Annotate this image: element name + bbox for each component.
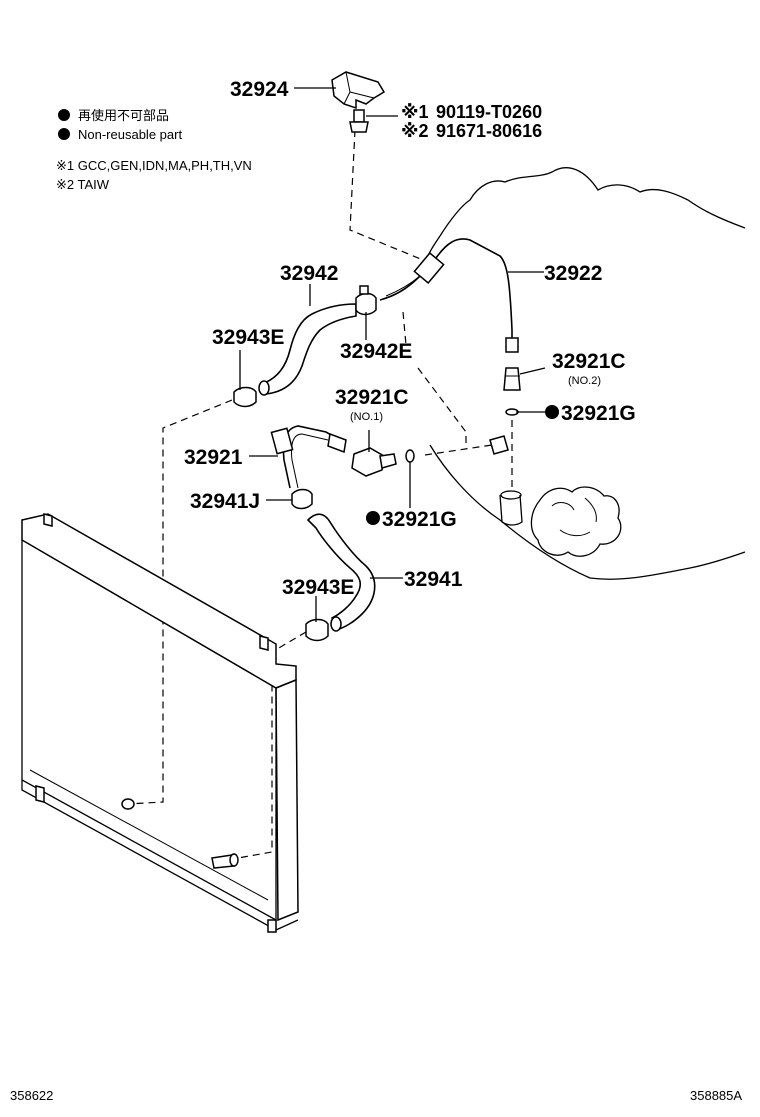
non-reusable-dot-icon	[58, 109, 70, 121]
callout-bolt-1: 90119-T0260	[436, 102, 542, 122]
footer-right-code: 358885A	[690, 1088, 742, 1103]
callout-32942: 32942	[280, 262, 338, 285]
callout-32943e-lower: 32943E	[282, 576, 354, 599]
callout-32921c-no1: 32921C	[335, 386, 409, 409]
part-32921c-no2-union	[503, 367, 521, 391]
legend-non-reusable-jp: 再使用不可部品	[78, 108, 169, 123]
callout-32924: 32924	[230, 78, 289, 101]
callout-32942e: 32942E	[340, 340, 412, 363]
legend-non-reusable-en: Non-reusable part	[78, 127, 182, 142]
part-32921g-gaskets	[405, 408, 519, 463]
callout-bolt-2: 91671-80616	[436, 121, 542, 141]
callout-32921c-no2: 32921C	[552, 350, 626, 373]
callout-32921g-center: 32921G	[382, 508, 457, 531]
callout-32921g-right: 32921G	[561, 402, 636, 425]
non-reusable-dot-icon	[366, 511, 380, 525]
part-32943e-clamp-upper	[233, 386, 257, 408]
callout-bolt-1-mark: ※1	[401, 102, 429, 122]
part-32941j-clamp	[291, 488, 313, 510]
callout-32921: 32921	[184, 446, 243, 469]
non-reusable-dot-icon	[58, 128, 70, 140]
legend: 再使用不可部品 Non-reusable part ※1 GCC,GEN,IDN…	[56, 108, 252, 192]
footer: 358622 358885A	[10, 1088, 742, 1103]
part-32924-bracket	[331, 71, 398, 133]
part-32941-hose	[306, 513, 376, 632]
leader-lines	[239, 87, 546, 622]
part-32942-hose	[258, 303, 357, 396]
callout-32921c-no1-sub: (NO.1)	[350, 411, 383, 423]
callout-32941: 32941	[404, 568, 463, 591]
callout-32922: 32922	[544, 262, 602, 285]
radiator	[21, 513, 299, 933]
callout-32921c-no2-sub: (NO.2)	[568, 375, 601, 387]
callouts: 32924 ※1 90119-T0260 ※2 91671-80616 3294…	[184, 78, 636, 599]
footer-left-code: 358622	[10, 1088, 53, 1103]
non-reusable-dot-icon	[545, 405, 559, 419]
part-32921c-no1-union	[351, 447, 397, 477]
transmission-outline	[424, 167, 746, 580]
part-32921-pipe	[270, 425, 347, 489]
callout-32943e-upper: 32943E	[212, 326, 284, 349]
part-32922-pipe	[379, 238, 519, 353]
callout-bolt-2-mark: ※2	[401, 121, 429, 141]
callout-32941j: 32941J	[190, 490, 260, 513]
legend-note-2: ※2 TAIW	[56, 177, 110, 192]
part-32942e-clamp	[355, 285, 377, 316]
legend-note-1: ※1 GCC,GEN,IDN,MA,PH,TH,VN	[56, 158, 252, 173]
dashed-leaders	[127, 129, 513, 859]
part-32943e-clamp-lower	[305, 618, 329, 642]
